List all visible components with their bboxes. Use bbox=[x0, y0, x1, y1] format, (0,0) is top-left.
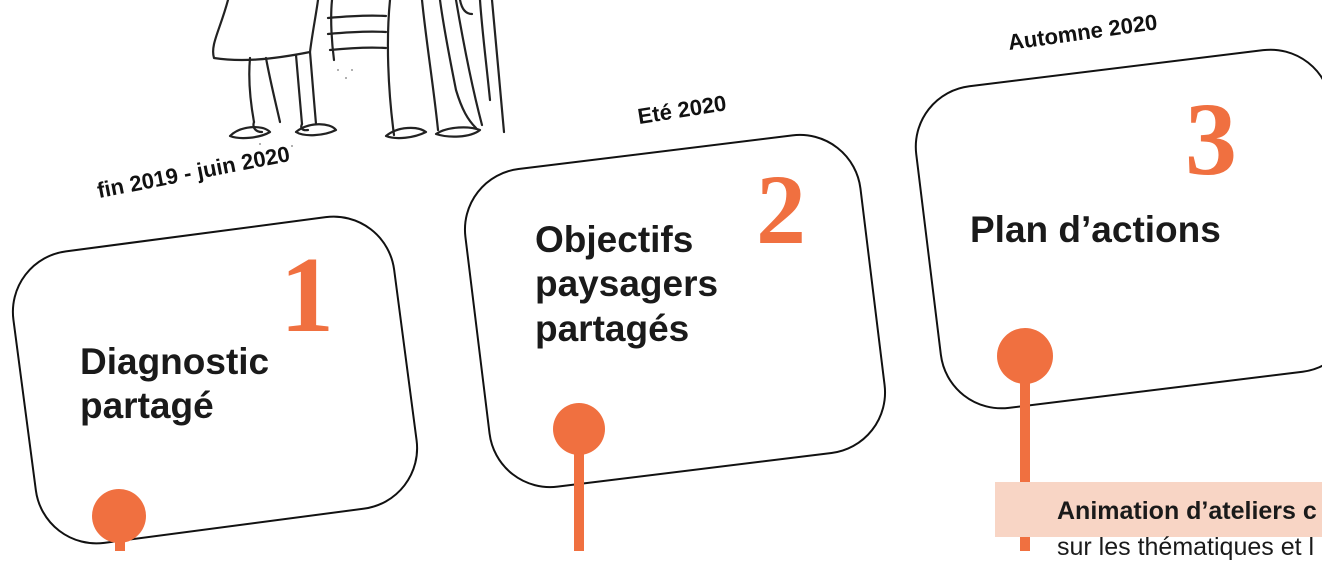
step-title-2: Objectifs paysagers partagés bbox=[535, 218, 718, 351]
annotation-title: Animation d’ateliers c bbox=[1057, 497, 1317, 526]
step-period-1: fin 2019 - juin 2020 bbox=[95, 141, 292, 204]
sketch-figures-illustration bbox=[200, 0, 520, 150]
step-number-1: 1 bbox=[280, 242, 334, 350]
annotation-subtitle: sur les thématiques et l bbox=[1057, 533, 1314, 562]
step-number-2: 2 bbox=[756, 160, 806, 260]
timeline-line-1 bbox=[115, 520, 125, 551]
step-period-2: Eté 2020 bbox=[636, 90, 728, 130]
step-number-3: 3 bbox=[1185, 88, 1237, 192]
step-title-1: Diagnostic partagé bbox=[80, 340, 269, 429]
step-period-3: Automne 2020 bbox=[1006, 9, 1159, 56]
step-title-3: Plan d’actions bbox=[970, 208, 1221, 252]
timeline-line-2 bbox=[574, 440, 584, 551]
